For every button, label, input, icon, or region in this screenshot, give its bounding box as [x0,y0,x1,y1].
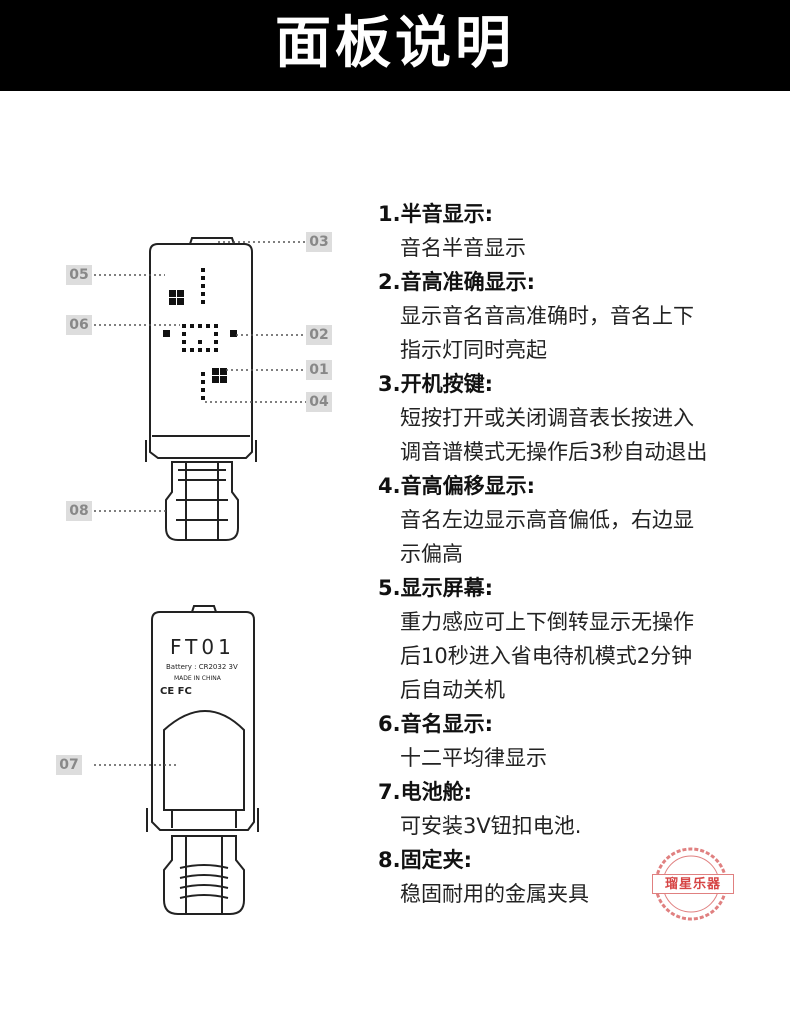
spec-description-line: 音名左边显示高音偏低，右边显 [400,508,694,532]
spec-description-line: 短按打开或关闭调音表长按进入 [400,406,694,430]
callout-01: 01 [306,360,332,380]
back-clip [163,835,245,915]
header-bar: 面板说明 [0,0,790,91]
callout-06: 06 [66,315,92,335]
spec-description-line: 调音谱模式无操作后3秒自动退出 [400,440,708,464]
page-title: 面板说明 [275,11,515,76]
spec-title: 7.电池舱: [378,780,472,804]
front-display-leds [163,268,237,400]
spec-title: 3.开机按键: [378,372,493,396]
spec-description-line: 后10秒进入省电待机模式2分钟 [400,644,693,668]
spec-description-line: 稳固耐用的金属夹具 [400,882,589,906]
callout-07: 07 [56,755,82,775]
front-body-outline [149,243,253,459]
made-in-label: MADE IN CHINA [174,675,222,682]
spec-list: 1.半音显示: 音名半音显示 2.音高准确显示: 显示音名音高准确时，音名上下指示灯同… [378,200,778,914]
callout-04: 04 [306,392,332,412]
callout-08: 08 [66,501,92,521]
leader-lines [94,241,306,766]
spec-description-line: 显示音名音高准确时，音名上下 [400,304,694,328]
spec-title: 2.音高准确显示: [378,270,535,294]
model-label: FT01 [170,635,235,659]
spec-description-line: 可安装3V钮扣电池. [400,814,582,838]
callout-03: 03 [306,232,332,252]
spec-title: 5.显示屏幕: [378,576,493,600]
front-clip [165,461,239,541]
callout-02: 02 [306,325,332,345]
spec-title: 4.音高偏移显示: [378,474,535,498]
spec-title: 6.音名显示: [378,712,493,736]
battery-door [163,710,245,811]
cert-marks: CE FC [160,686,192,697]
spec-description-line: 音名半音显示 [400,236,526,260]
stamp-text: 瑠星乐器 [652,874,734,894]
spec-title: 1.半音显示: [378,202,493,226]
spec-description-line: 十二平均律显示 [400,746,547,770]
spec-description-line: 示偏高 [400,542,463,566]
spec-title: 8.固定夹: [378,848,472,872]
spec-description-line: 后自动关机 [400,678,505,702]
battery-label: Battery : CR2032 3V [166,663,238,671]
callout-05: 05 [66,265,92,285]
spec-description-line: 指示灯同时亮起 [400,338,547,362]
spec-description-line: 重力感应可上下倒转显示无操作 [400,610,694,634]
back-body-outline [151,611,255,831]
